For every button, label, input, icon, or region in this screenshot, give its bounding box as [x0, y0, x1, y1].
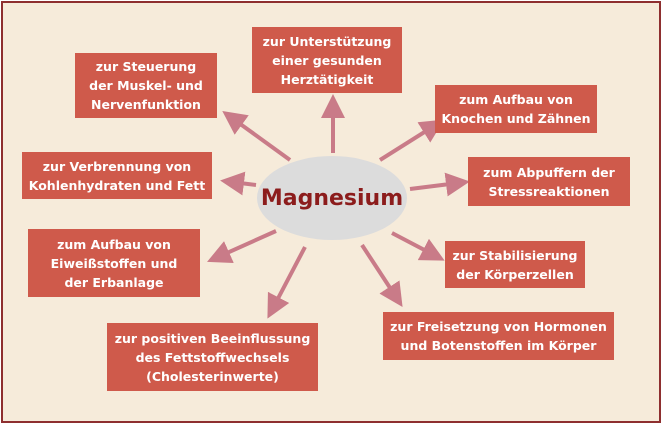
arrow-9 — [267, 246, 307, 319]
arrow-8 — [360, 243, 403, 308]
benefit-box: zum Abpuffern der Stressreaktionen — [468, 157, 630, 206]
benefit-box: zum Aufbau von Knochen und Zähnen — [435, 85, 597, 133]
arrow-1 — [222, 110, 292, 162]
benefit-box: zur Freisetzung von Hormonen und Botenst… — [383, 312, 614, 360]
benefit-box: zur positiven Beeinflussung des Fettstof… — [107, 323, 318, 391]
benefit-box: zur Verbrennung von Kohlenhydraten und F… — [22, 152, 212, 199]
arrow-7 — [207, 229, 277, 264]
benefit-box: zur Steuerung der Muskel- und Nervenfunk… — [75, 53, 217, 118]
arrow-4 — [409, 172, 470, 197]
benefit-box: zur Stabilisierung der Körperzellen — [445, 241, 585, 288]
center-node: Magnesium — [257, 156, 407, 240]
arrow-6 — [391, 231, 445, 261]
benefit-box: zum Aufbau von Eiweißstoffen und der Erb… — [28, 229, 200, 297]
arrow-3 — [378, 119, 445, 162]
benefit-box: zur Unterstützung einer gesunden Herztät… — [252, 27, 402, 93]
arrow-5 — [220, 171, 257, 196]
